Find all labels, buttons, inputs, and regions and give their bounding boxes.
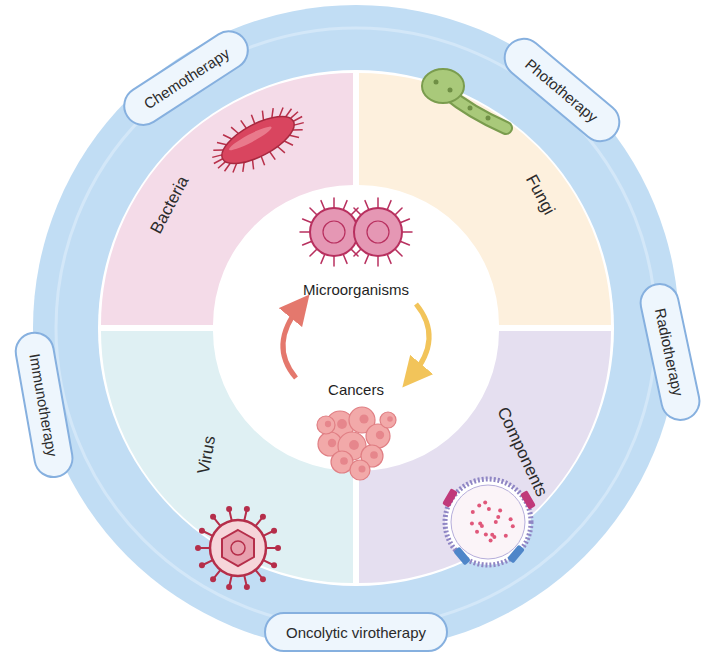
cycle-arrow — [283, 306, 300, 378]
center-label: Cancers — [328, 381, 384, 398]
vesicle-icon — [442, 479, 536, 565]
cancer-cells-icon — [317, 407, 396, 480]
therapy-label: Radiotherapy — [652, 307, 687, 398]
fungus-icon — [422, 69, 506, 128]
quadrant-fill — [101, 331, 353, 583]
virus-icon — [195, 506, 281, 590]
cocci-icon — [300, 198, 412, 266]
quadrant-shape — [359, 331, 611, 583]
center-label: Microorganisms — [303, 281, 409, 298]
inner-disc — [98, 70, 614, 586]
therapy-pill: Oncolytic virotherapy — [264, 612, 448, 652]
outer-ring — [33, 5, 679, 651]
therapy-label: Oncolytic virotherapy — [286, 624, 426, 641]
microbe-quadrant: Components — [359, 331, 611, 583]
therapy-label: Immunotherapy — [27, 352, 62, 458]
bacterium-icon — [202, 94, 314, 186]
microbe-quadrant: Virus — [101, 331, 353, 583]
quadrant-shape — [101, 331, 353, 583]
quadrant-fill — [359, 331, 611, 583]
cycle-arrow — [412, 304, 429, 376]
